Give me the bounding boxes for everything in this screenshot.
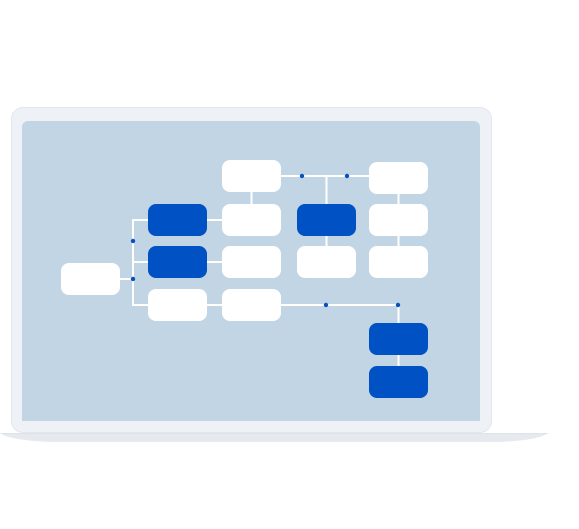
edge-root-a2 xyxy=(120,261,148,280)
node-a3 xyxy=(148,289,207,321)
laptop-base xyxy=(0,433,548,442)
node-layer xyxy=(61,160,428,398)
edge-b0-c1 xyxy=(281,175,328,204)
node-root xyxy=(61,263,120,295)
junction-dot-top-2 xyxy=(344,173,350,179)
node-a2 xyxy=(148,246,207,278)
node-b0 xyxy=(222,160,281,192)
node-e2 xyxy=(369,366,428,398)
junction-dot-lower-2 xyxy=(395,302,401,308)
node-d1 xyxy=(369,204,428,236)
dot-layer xyxy=(130,173,401,308)
node-d0 xyxy=(369,162,428,194)
node-a1 xyxy=(148,204,207,236)
edge-b3-e1 xyxy=(281,304,400,323)
junction-dot-bus-upper xyxy=(130,238,136,244)
edge-root-a3 xyxy=(120,278,148,306)
node-e1 xyxy=(369,323,428,355)
node-b1 xyxy=(222,204,281,236)
node-b2 xyxy=(222,246,281,278)
node-b3 xyxy=(222,289,281,321)
junction-dot-bus-lower xyxy=(130,276,136,282)
node-c1 xyxy=(297,204,356,236)
node-d2 xyxy=(369,246,428,278)
junction-dot-top-1 xyxy=(299,173,305,179)
junction-dot-lower-1 xyxy=(323,302,329,308)
node-c2 xyxy=(297,246,356,278)
